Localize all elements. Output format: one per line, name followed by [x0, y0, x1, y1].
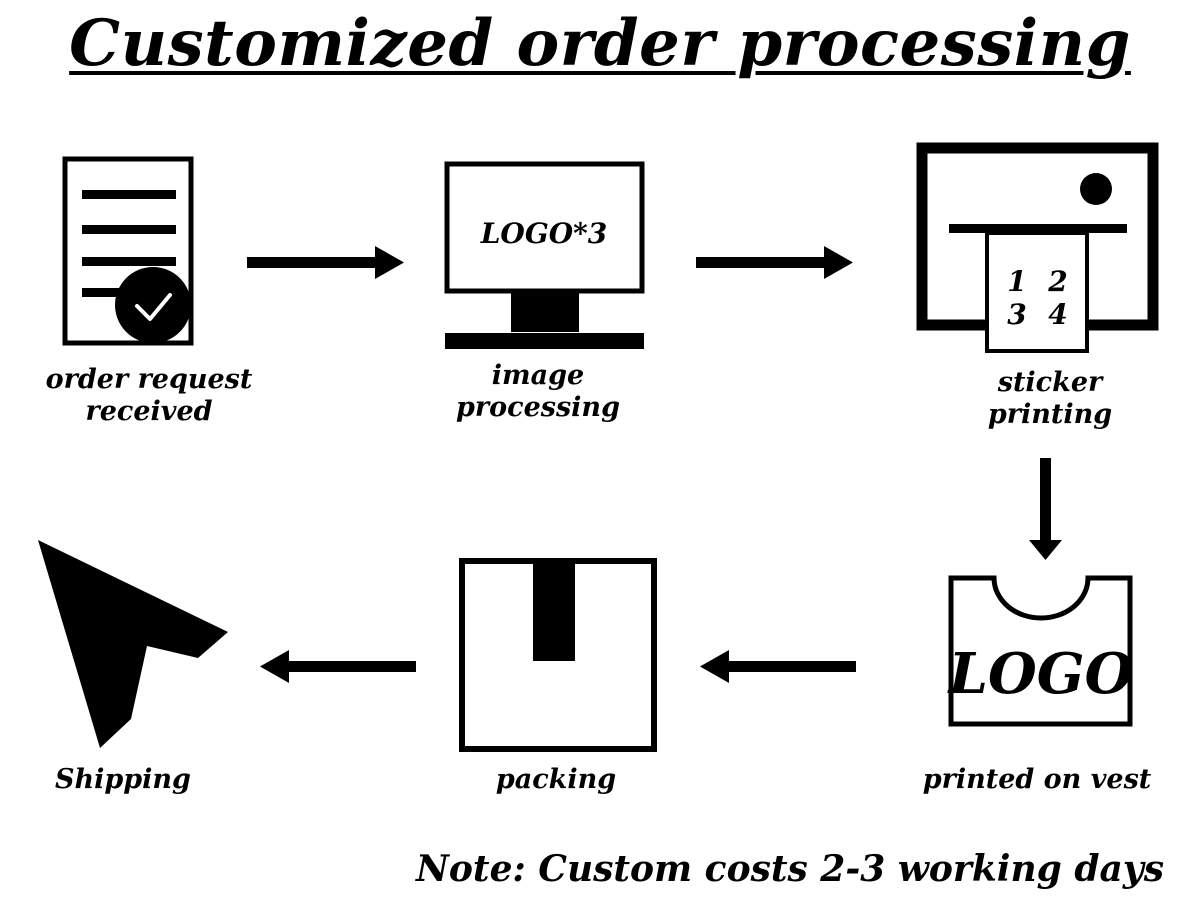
sheet-number-2: 2: [1047, 265, 1067, 298]
step-label-line: printing: [987, 399, 1113, 430]
step-label-line: packing: [495, 764, 617, 795]
computer-monitor-icon: LOGO*3: [444, 161, 645, 349]
send-arrow-icon: [38, 540, 228, 748]
check-circle-icon: [115, 267, 191, 343]
arrow-right-icon: [696, 246, 853, 279]
order-document-check-icon: [62, 156, 194, 346]
diagram-title: Customized order processing: [69, 6, 1131, 81]
processing-time-note: Note: Custom costs 2-3 working days: [416, 848, 1164, 890]
step-label-shipping: Shipping: [28, 764, 218, 796]
monitor-screen-text: LOGO*3: [480, 217, 608, 250]
arrow-down-icon: [1029, 458, 1062, 560]
step-label-line: processing: [456, 392, 620, 423]
step-label-line: received: [85, 396, 213, 427]
step-label-line: Shipping: [55, 764, 191, 795]
vest-icon: LOGO: [947, 575, 1134, 727]
step-label-sticker-printing: sticker printing: [940, 367, 1160, 431]
step-label-order-request: order request received: [18, 364, 280, 428]
arrow-left-icon: [700, 650, 856, 683]
step-label-printed-on-vest: printed on vest: [910, 764, 1164, 796]
step-label-packing: packing: [456, 764, 656, 796]
arrow-right-icon: [247, 246, 404, 279]
step-label-line: printed on vest: [922, 764, 1152, 795]
package-box-icon: [459, 558, 657, 752]
arrow-left-icon: [260, 650, 416, 683]
vest-logo-text: LOGO: [947, 641, 1134, 707]
sheet-number-3: 3: [1007, 298, 1026, 331]
step-label-line: order request: [45, 364, 253, 395]
sheet-number-1: 1: [1007, 265, 1026, 298]
sheet-number-4: 4: [1048, 298, 1067, 331]
printer-icon: 1 2 3 4: [916, 142, 1159, 353]
step-label-image-processing: image processing: [418, 360, 658, 424]
step-label-line: image: [491, 360, 585, 391]
step-label-line: sticker: [997, 367, 1103, 398]
